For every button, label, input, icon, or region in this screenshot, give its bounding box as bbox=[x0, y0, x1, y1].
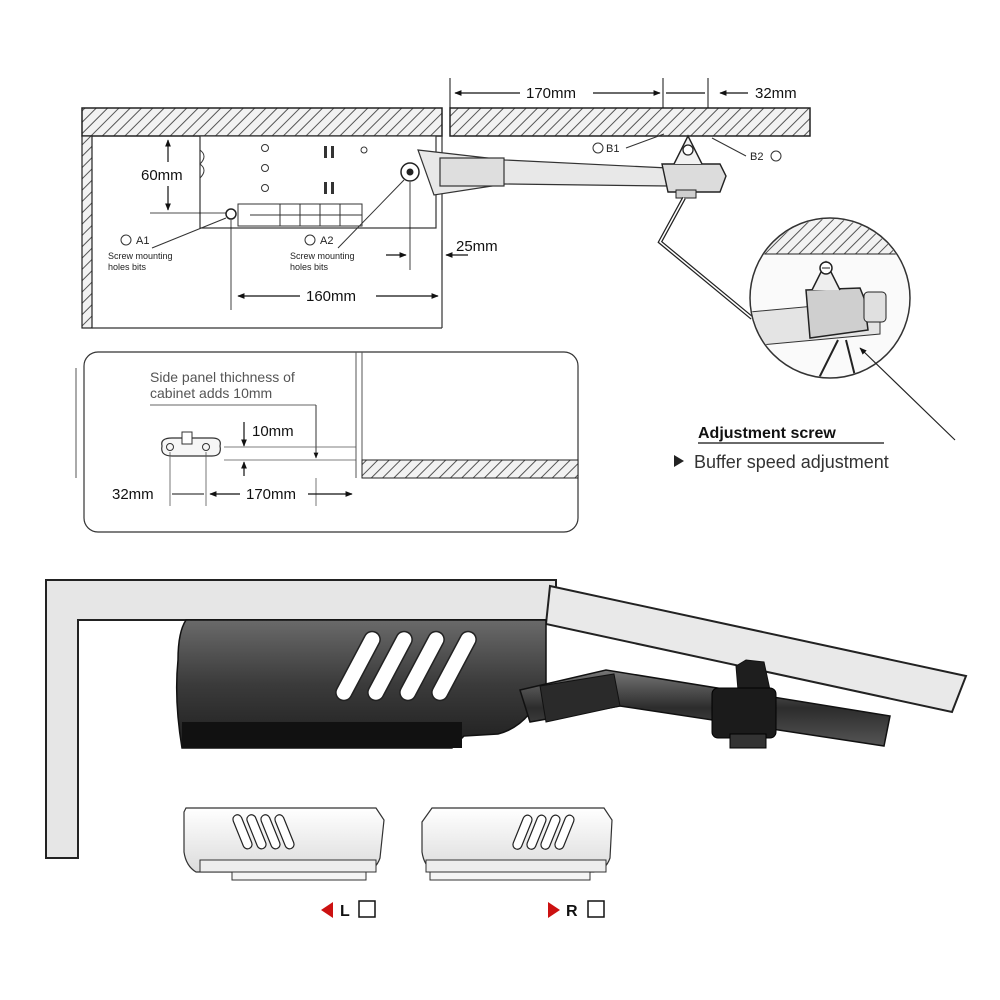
adjustment-item: Buffer speed adjustment bbox=[694, 452, 889, 472]
a2-screw-holes-line1: Screw mounting bbox=[290, 251, 355, 261]
product-render bbox=[45, 579, 968, 859]
dim-panel-170: 170mm bbox=[246, 486, 296, 503]
open-door-panel bbox=[544, 584, 968, 714]
label-b2: B2 bbox=[750, 151, 763, 163]
a1-screw-holes-line1: Screw mounting bbox=[108, 251, 173, 261]
dim-top-32: 32mm bbox=[755, 85, 797, 102]
label-a2: A2 bbox=[320, 235, 333, 247]
zoom-detail bbox=[749, 217, 911, 379]
checkbox-right-icon bbox=[587, 900, 605, 918]
mounting-drawing: 170mm 32mm B1 B2 60mm A1 Screw mounting … bbox=[81, 78, 956, 472]
side-panel-detail: Side panel thichness of cabinet adds 10m… bbox=[75, 351, 579, 533]
adjustment-title: Adjustment screw bbox=[698, 425, 836, 442]
dim-25: 25mm bbox=[456, 238, 498, 255]
dim-60: 60mm bbox=[141, 167, 183, 184]
cabinet-top-board-right bbox=[449, 107, 811, 137]
right-marker-label: R bbox=[566, 903, 578, 920]
dim-panel-32: 32mm bbox=[112, 486, 154, 503]
a1-screw-holes-line2: holes bits bbox=[108, 262, 147, 272]
left-marker-label: L bbox=[340, 903, 350, 920]
bullet-triangle-icon bbox=[674, 455, 684, 467]
dim-160: 160mm bbox=[306, 288, 356, 305]
door-hinge-bracket bbox=[735, 659, 771, 691]
screw-a1-icon bbox=[225, 208, 237, 220]
cabinet-frame bbox=[45, 579, 557, 859]
a2-screw-holes-line2: holes bits bbox=[290, 262, 329, 272]
cabinet-side-panel bbox=[81, 135, 93, 329]
variant-right: R bbox=[421, 807, 613, 920]
dim-panel-10: 10mm bbox=[252, 423, 294, 440]
label-a1: A1 bbox=[136, 235, 149, 247]
checkbox-left-icon bbox=[358, 900, 376, 918]
triangle-right-icon bbox=[548, 902, 560, 918]
door-board-hatched bbox=[361, 459, 579, 479]
vent-slots bbox=[335, 630, 477, 702]
triangle-left-icon bbox=[321, 902, 333, 918]
screw-icon bbox=[592, 142, 604, 154]
variant-left: L bbox=[183, 807, 385, 920]
bracket-plate bbox=[161, 437, 221, 457]
side-panel-note-line1: Side panel thichness of bbox=[150, 369, 295, 385]
dim-top-170: 170mm bbox=[526, 85, 576, 102]
door-bracket bbox=[661, 163, 727, 193]
label-b1: B1 bbox=[606, 143, 619, 155]
side-panel-note-line2: cabinet adds 10mm bbox=[150, 385, 272, 401]
cabinet-top-board-left bbox=[81, 107, 443, 137]
